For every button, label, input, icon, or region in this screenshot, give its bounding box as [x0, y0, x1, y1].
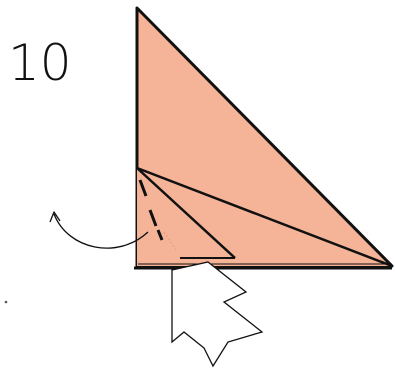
- fold-line-long: [136, 166, 393, 268]
- crease-dash-2: [148, 209, 158, 227]
- step-number: 10: [8, 34, 72, 92]
- fold-line-inner-flap: [136, 167, 236, 259]
- hollow-push-arrow-icon: [171, 261, 264, 368]
- curved-fold-arrow-path: [53, 213, 149, 249]
- curved-fold-arrow-head: [49, 211, 61, 223]
- crease-dash-3: [156, 229, 164, 241]
- curved-fold-arrow-icon: [49, 211, 149, 249]
- edge-dot: [4, 300, 8, 304]
- push-arrow-shape: [171, 261, 264, 368]
- crease-dash-1: [138, 179, 148, 197]
- paper-model: [134, 6, 394, 270]
